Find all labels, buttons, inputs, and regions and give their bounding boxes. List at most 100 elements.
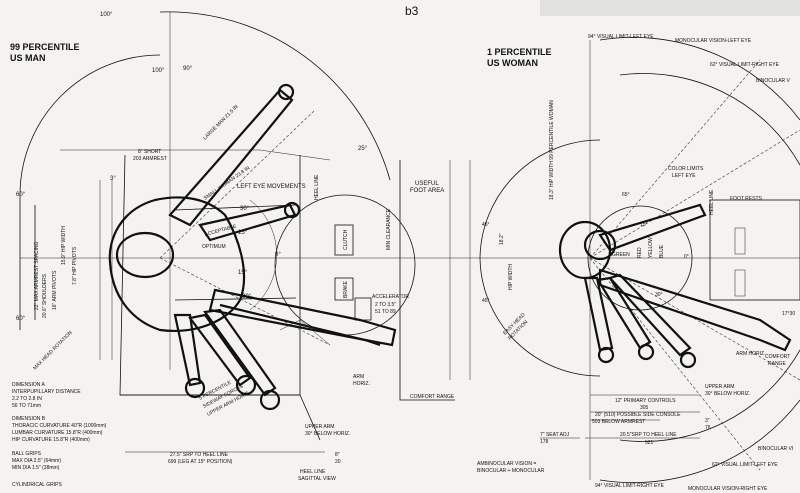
eye-line-30 bbox=[174, 204, 297, 211]
srp-heel-2: 699 (LEG AT 15° POSITION) bbox=[168, 459, 233, 465]
arm-horiz-r: ARM HORIZ. bbox=[736, 351, 765, 357]
eye-arc bbox=[249, 199, 277, 311]
srp-heel-r: 20.5"SRP TO HEEL LINE bbox=[620, 432, 677, 438]
left-title-1: 99 PERCENTILE bbox=[10, 42, 80, 52]
vision-arc-outer bbox=[599, 36, 800, 121]
woman-arm-forward bbox=[598, 203, 707, 252]
vision-arc-inner bbox=[619, 73, 800, 166]
head-rotation-arc-b bbox=[479, 257, 601, 377]
woman-arm-low-2 bbox=[596, 276, 652, 350]
binocular-2: BINOCULAR VI bbox=[758, 446, 793, 452]
blue: BLUE bbox=[659, 244, 665, 258]
heel-line: HEEL LINE bbox=[314, 174, 320, 200]
angle-30a: 30° bbox=[240, 206, 250, 212]
left-eye-movements: LEFT EYE MOVEMENTS bbox=[237, 184, 306, 190]
angle-60a: 60° bbox=[16, 192, 26, 198]
dim-20: 20 bbox=[335, 459, 341, 465]
hand-low-1 bbox=[184, 377, 206, 399]
mono-left: MONOCULAR VISION-LEFT EYE bbox=[675, 38, 752, 44]
dim-lines-left bbox=[99, 180, 113, 360]
left-arm-raised bbox=[168, 88, 294, 227]
upper-arm-r-2: 30° BELOW HORIZ. bbox=[705, 391, 750, 397]
arm-low-1 bbox=[173, 313, 202, 387]
rotation-arc bbox=[19, 54, 161, 196]
clutch: CLUTCH bbox=[343, 229, 349, 250]
head-outline bbox=[115, 231, 175, 279]
right-title-2: US WOMAN bbox=[487, 58, 538, 68]
hip-width-r: HIP WIDTH bbox=[508, 264, 514, 290]
visual-right: 62° VISUAL LIMIT-RIGHT EYE bbox=[710, 62, 780, 68]
note-ball-1: MAX DIA 2.5" (64mm) bbox=[12, 458, 61, 464]
right-title-1: 1 PERCENTILE bbox=[487, 47, 552, 57]
angle-45b: 45° bbox=[482, 298, 490, 304]
shoulder-r: 18.2" bbox=[499, 233, 505, 245]
angle-0-r: 0° bbox=[684, 254, 689, 260]
below-armrest: 503 BELOW ARMREST bbox=[592, 419, 645, 425]
useful: USEFUL bbox=[415, 181, 439, 187]
seat-adj: 7" SEAT ADJ bbox=[540, 432, 570, 438]
max-armrest: 22" MAX ARMREST SPACING bbox=[34, 241, 40, 310]
visual-right-3: 94° VISUAL LIMIT-RIGHT EYE bbox=[595, 483, 665, 489]
force-lines bbox=[279, 319, 331, 346]
scan-band bbox=[540, 0, 800, 16]
head-rotation-arc bbox=[479, 139, 601, 259]
eye-line-30b bbox=[174, 297, 297, 301]
ref-line bbox=[60, 149, 331, 161]
primary-controls: 12" PRIMARY CONTROLS bbox=[615, 398, 676, 404]
shoulders: 20.6" SHOULDERS bbox=[42, 273, 48, 318]
leg-inner bbox=[219, 303, 381, 347]
note-cyl: CYLINDRICAL GRIPS bbox=[12, 482, 62, 488]
min-clearance: MIN CLEARANCE bbox=[386, 208, 392, 250]
short-armrest-2: 203 ARMREST bbox=[133, 156, 167, 162]
angle-25: 25° bbox=[358, 146, 368, 152]
heel-line-r: HEEL LINE bbox=[709, 189, 715, 215]
angle-90: 90° bbox=[183, 66, 193, 72]
angle-3: 3° bbox=[110, 176, 116, 182]
sight-lines bbox=[589, 59, 800, 471]
dim-8: 8" bbox=[335, 452, 340, 458]
upper-arm-2: 30° BELOW HORIZ. bbox=[305, 431, 350, 437]
right-panel: 1 PERCENTILE US WOMAN 18.3" HIP WIDTH 99… bbox=[477, 34, 800, 492]
large-man: LARGE MAN 21.5 IN bbox=[202, 104, 240, 142]
clutch-pedal bbox=[334, 224, 354, 256]
dim-17: 17°30 bbox=[782, 311, 795, 317]
note-dim-b: DIMENSION B bbox=[12, 416, 46, 422]
visual-left-2: 62° VISUAL LIMIT-LEFT EYE bbox=[712, 462, 778, 468]
woman-arm-low-1 bbox=[583, 276, 614, 352]
hand-forward bbox=[283, 201, 301, 219]
angle-15b: 15° bbox=[238, 270, 248, 276]
dim-3: 3" bbox=[705, 418, 710, 424]
foot-rest-box bbox=[709, 199, 800, 301]
note-ball-2: MIN DIA 1.5" (38mm) bbox=[12, 465, 60, 471]
color-limits: COLOR LIMITS bbox=[668, 166, 704, 172]
left-edges bbox=[19, 195, 36, 330]
hand-low-3 bbox=[259, 389, 281, 411]
dim-76: 76 bbox=[705, 425, 711, 431]
foot-rest-1 bbox=[734, 227, 746, 255]
gaze-lines bbox=[159, 109, 331, 346]
angle-30-r: 30° bbox=[655, 292, 663, 298]
range-r: RANGE bbox=[768, 361, 786, 367]
angle-15a: 15° bbox=[238, 230, 248, 236]
note-ipd-2: 56 TO 71mm bbox=[12, 403, 41, 409]
srp-heel: 27.5" SRP TO HEEL LINE bbox=[170, 452, 229, 458]
woman-hand-3 bbox=[679, 351, 697, 369]
srp-mm: 521 bbox=[645, 440, 654, 446]
left-eye-r: LEFT EYE bbox=[672, 173, 696, 179]
woman-hand-2 bbox=[637, 343, 655, 361]
dim-lines-right bbox=[449, 160, 471, 380]
angle-30b: 30° bbox=[242, 294, 252, 300]
angle-45a: 45° bbox=[482, 222, 490, 228]
note-ipd-1: 2.2 TO 2.8 IN bbox=[12, 396, 42, 402]
base-line bbox=[120, 394, 321, 441]
angle-15-r: 15° bbox=[640, 222, 648, 228]
outer-arc bbox=[159, 11, 391, 181]
accelerator-pedal bbox=[354, 297, 372, 321]
angle-65: 65° bbox=[622, 192, 630, 198]
primary-mm: 305 bbox=[640, 405, 649, 411]
accel-dims: 2 TO 3.5" bbox=[375, 302, 396, 308]
binocular: BINOCULAR V bbox=[756, 78, 791, 84]
sag-view: SAGITTAL VIEW bbox=[298, 476, 336, 482]
ambinocular-2: BINOCULAR + MONOCULAR bbox=[477, 468, 545, 474]
